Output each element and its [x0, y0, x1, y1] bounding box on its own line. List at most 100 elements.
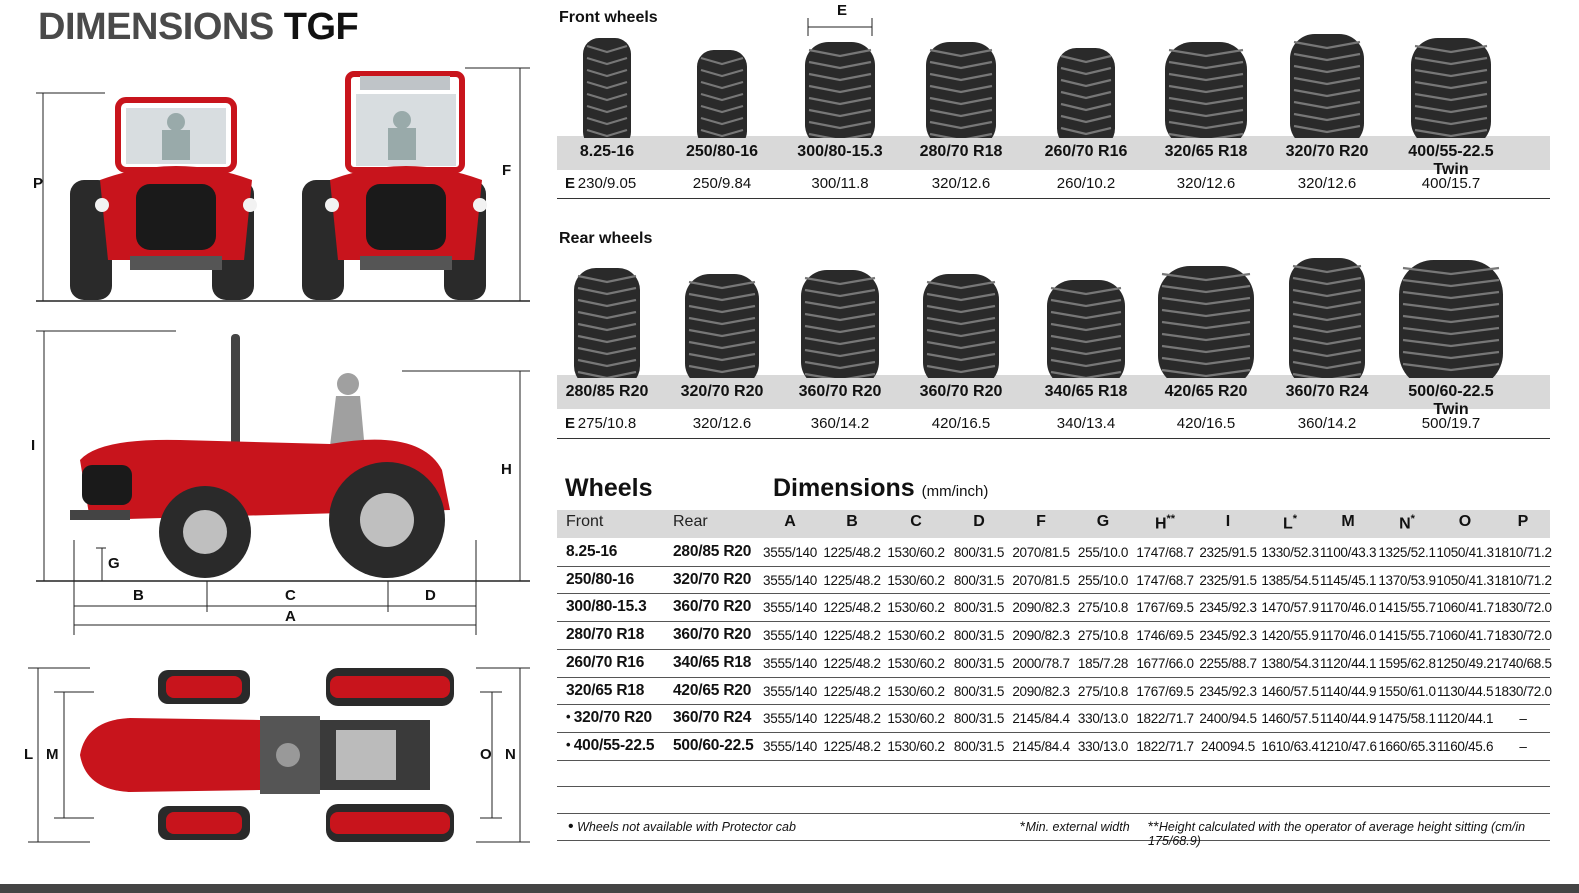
table-cell-value: 1530/60.2: [887, 683, 945, 699]
table-cell-rear-tyre: 340/65 R18: [673, 653, 752, 671]
table-cell-value: 1415/55.7: [1378, 628, 1436, 644]
dim-label-c: C: [285, 587, 296, 604]
table-cell-value: 1225/48.2: [823, 572, 881, 588]
table-cell-value: 2145/84.4: [1012, 711, 1070, 727]
dim-label-b: B: [133, 587, 144, 604]
front-wheels-tyre-image: [805, 42, 875, 138]
table-cell-value: 1822/71.7: [1136, 738, 1194, 754]
table-cell-rear-tyre: 360/70 R20: [673, 626, 752, 644]
table-header-cell: B: [846, 513, 858, 530]
table-row-rule: [557, 621, 1550, 623]
rear-wheels-tyre-name: 360/70 R24: [1285, 383, 1369, 400]
front-view-drawing: [36, 67, 530, 302]
table-cell-value: 1120/44.1: [1436, 711, 1494, 727]
front-wheels-tyre-name: 280/70 R18: [919, 143, 1003, 160]
table-cell-value: 240094.5: [1201, 738, 1255, 754]
row-bullet-mark: •: [566, 709, 574, 725]
table-cell-front-tyre: 280/70 R18: [566, 626, 645, 644]
table-cell-value: 1830/72.0: [1494, 600, 1552, 616]
rear-wheels-tyre-name: 360/70 R20: [798, 383, 882, 400]
front-wheels-title: Front wheels: [559, 9, 658, 26]
dim-label-f: F: [502, 162, 512, 179]
table-cell-value: 3555/140: [763, 572, 817, 588]
table-cell-value: 2345/92.3: [1199, 628, 1257, 644]
rear-wheels-tyre-e-value: 320/12.6: [692, 415, 752, 432]
table-cell-value: 1210/47.6: [1319, 738, 1377, 754]
table-cell-value: 1225/48.2: [823, 738, 881, 754]
table-cell-front-tyre: 8.25-16: [566, 543, 618, 560]
rear-wheels-title: Rear wheels: [559, 230, 653, 247]
table-cell-value: 1250/49.2: [1436, 655, 1494, 671]
table-header-cell: A: [784, 513, 796, 530]
front-wheels-tyre-name: 260/70 R16: [1044, 143, 1128, 160]
table-cell-value: 2325/91.5: [1199, 572, 1257, 588]
dimensions-unit: (mm/inch): [921, 483, 989, 500]
table-cell-value: 2345/92.3: [1199, 683, 1257, 699]
front-wheels-tyre-image: [1057, 48, 1115, 138]
table-cell-value: 330/13.0: [1077, 711, 1129, 727]
dim-label-n: N: [505, 746, 516, 763]
rear-tyre-name-band: [557, 375, 1550, 409]
front-wheels-tyre-e-value: 320/12.6: [931, 175, 991, 192]
rear-wheels-tyre-image: [685, 274, 759, 378]
front-wheels-tyre-e-value: 300/11.8: [811, 175, 869, 192]
rear-wheels-tyre-image: [1289, 258, 1365, 378]
table-cell-value: 1830/72.0: [1494, 628, 1552, 644]
tractor-side: [70, 334, 450, 578]
front-wheels-tyre-name: 320/65 R18: [1164, 143, 1248, 160]
table-header-cell: Front: [566, 513, 604, 530]
table-cell-value: 3555/140: [763, 655, 817, 671]
front-wheels-tyre-e-value: 320/12.6: [1297, 175, 1357, 192]
table-cell-value: 2255/88.7: [1199, 655, 1257, 671]
footnote-doublestar-text: Height calculated with the operator of a…: [1148, 820, 1526, 848]
table-cell-value: 1822/71.7: [1136, 711, 1194, 727]
table-cell-value: 3555/140: [763, 628, 817, 644]
front-wheels-tyre-image: [1411, 38, 1491, 138]
table-cell-value: 1530/60.2: [887, 572, 945, 588]
table-cell-value: 1385/54.5: [1261, 572, 1319, 588]
table-cell-value: –: [1519, 711, 1527, 727]
table-cell-value: –: [1519, 738, 1527, 754]
footnote-star-text: Min. external width: [1025, 820, 1130, 834]
dim-label-o: O: [480, 746, 492, 763]
table-cell-value: 275/10.8: [1077, 628, 1129, 644]
rear-wheels-tyre-image: [1399, 260, 1503, 378]
table-cell-value: 1100/43.3: [1319, 545, 1377, 560]
front-wheels-tyre-image: [1290, 34, 1364, 138]
table-cell-value: 1660/65.3: [1378, 738, 1436, 754]
table-cell-value: 1830/72.0: [1494, 683, 1552, 699]
table-header-cell: Rear: [673, 513, 708, 530]
table-cell-rear-tyre: 360/70 R20: [673, 598, 752, 616]
rear-wheels-tyre-e-value: 275/10.8: [577, 415, 637, 432]
table-cell-value: 255/10.0: [1077, 572, 1129, 588]
table-cell-value: 1145/45.1: [1319, 572, 1377, 588]
table-cell-value: 1460/57.5: [1261, 683, 1319, 699]
table-cell-value: 1050/41.3: [1436, 545, 1494, 560]
table-cell-value: 275/10.8: [1077, 683, 1129, 699]
table-cell-value: 800/31.5: [953, 683, 1005, 699]
table-cell-value: 1225/48.2: [823, 545, 881, 560]
front-wheels-tyre-image: [697, 50, 747, 138]
table-cell-rear-tyre: 420/65 R20: [673, 681, 752, 699]
table-header-cell: I: [1225, 513, 1231, 530]
table-cell-value: 1595/62.8: [1378, 655, 1436, 671]
table-cell-value: 1610/63.4: [1261, 738, 1319, 754]
table-cell-value: 800/31.5: [953, 572, 1005, 588]
rear-wheels-tyre-name: 340/65 R18: [1044, 383, 1128, 400]
table-row-rule: [557, 676, 1550, 678]
tractor-front-open: [70, 97, 257, 300]
rear-e-label: E: [565, 415, 576, 432]
table-row-rule: [557, 704, 1550, 706]
table-row-rule: [557, 759, 1550, 761]
dimensions-heading-text: Dimensions: [773, 474, 915, 502]
table-cell-value: 275/10.8: [1077, 600, 1129, 616]
footnote-doublestar-symbol: **: [1148, 818, 1159, 834]
rear-wheels-tyre-name: 420/65 R20: [1164, 383, 1248, 400]
table-cell-value: 1475/58.1: [1378, 711, 1436, 727]
dim-label-h: H: [501, 461, 512, 478]
rear-wheels-tyre-image: [1047, 280, 1125, 378]
table-cell-rear-tyre: 500/60-22.5: [673, 736, 754, 754]
footnote-bullet: • Wheels not available with Protector ca…: [568, 818, 796, 836]
table-cell-value: 1530/60.2: [887, 711, 945, 727]
table-cell-value: 1330/52.3: [1261, 545, 1319, 560]
